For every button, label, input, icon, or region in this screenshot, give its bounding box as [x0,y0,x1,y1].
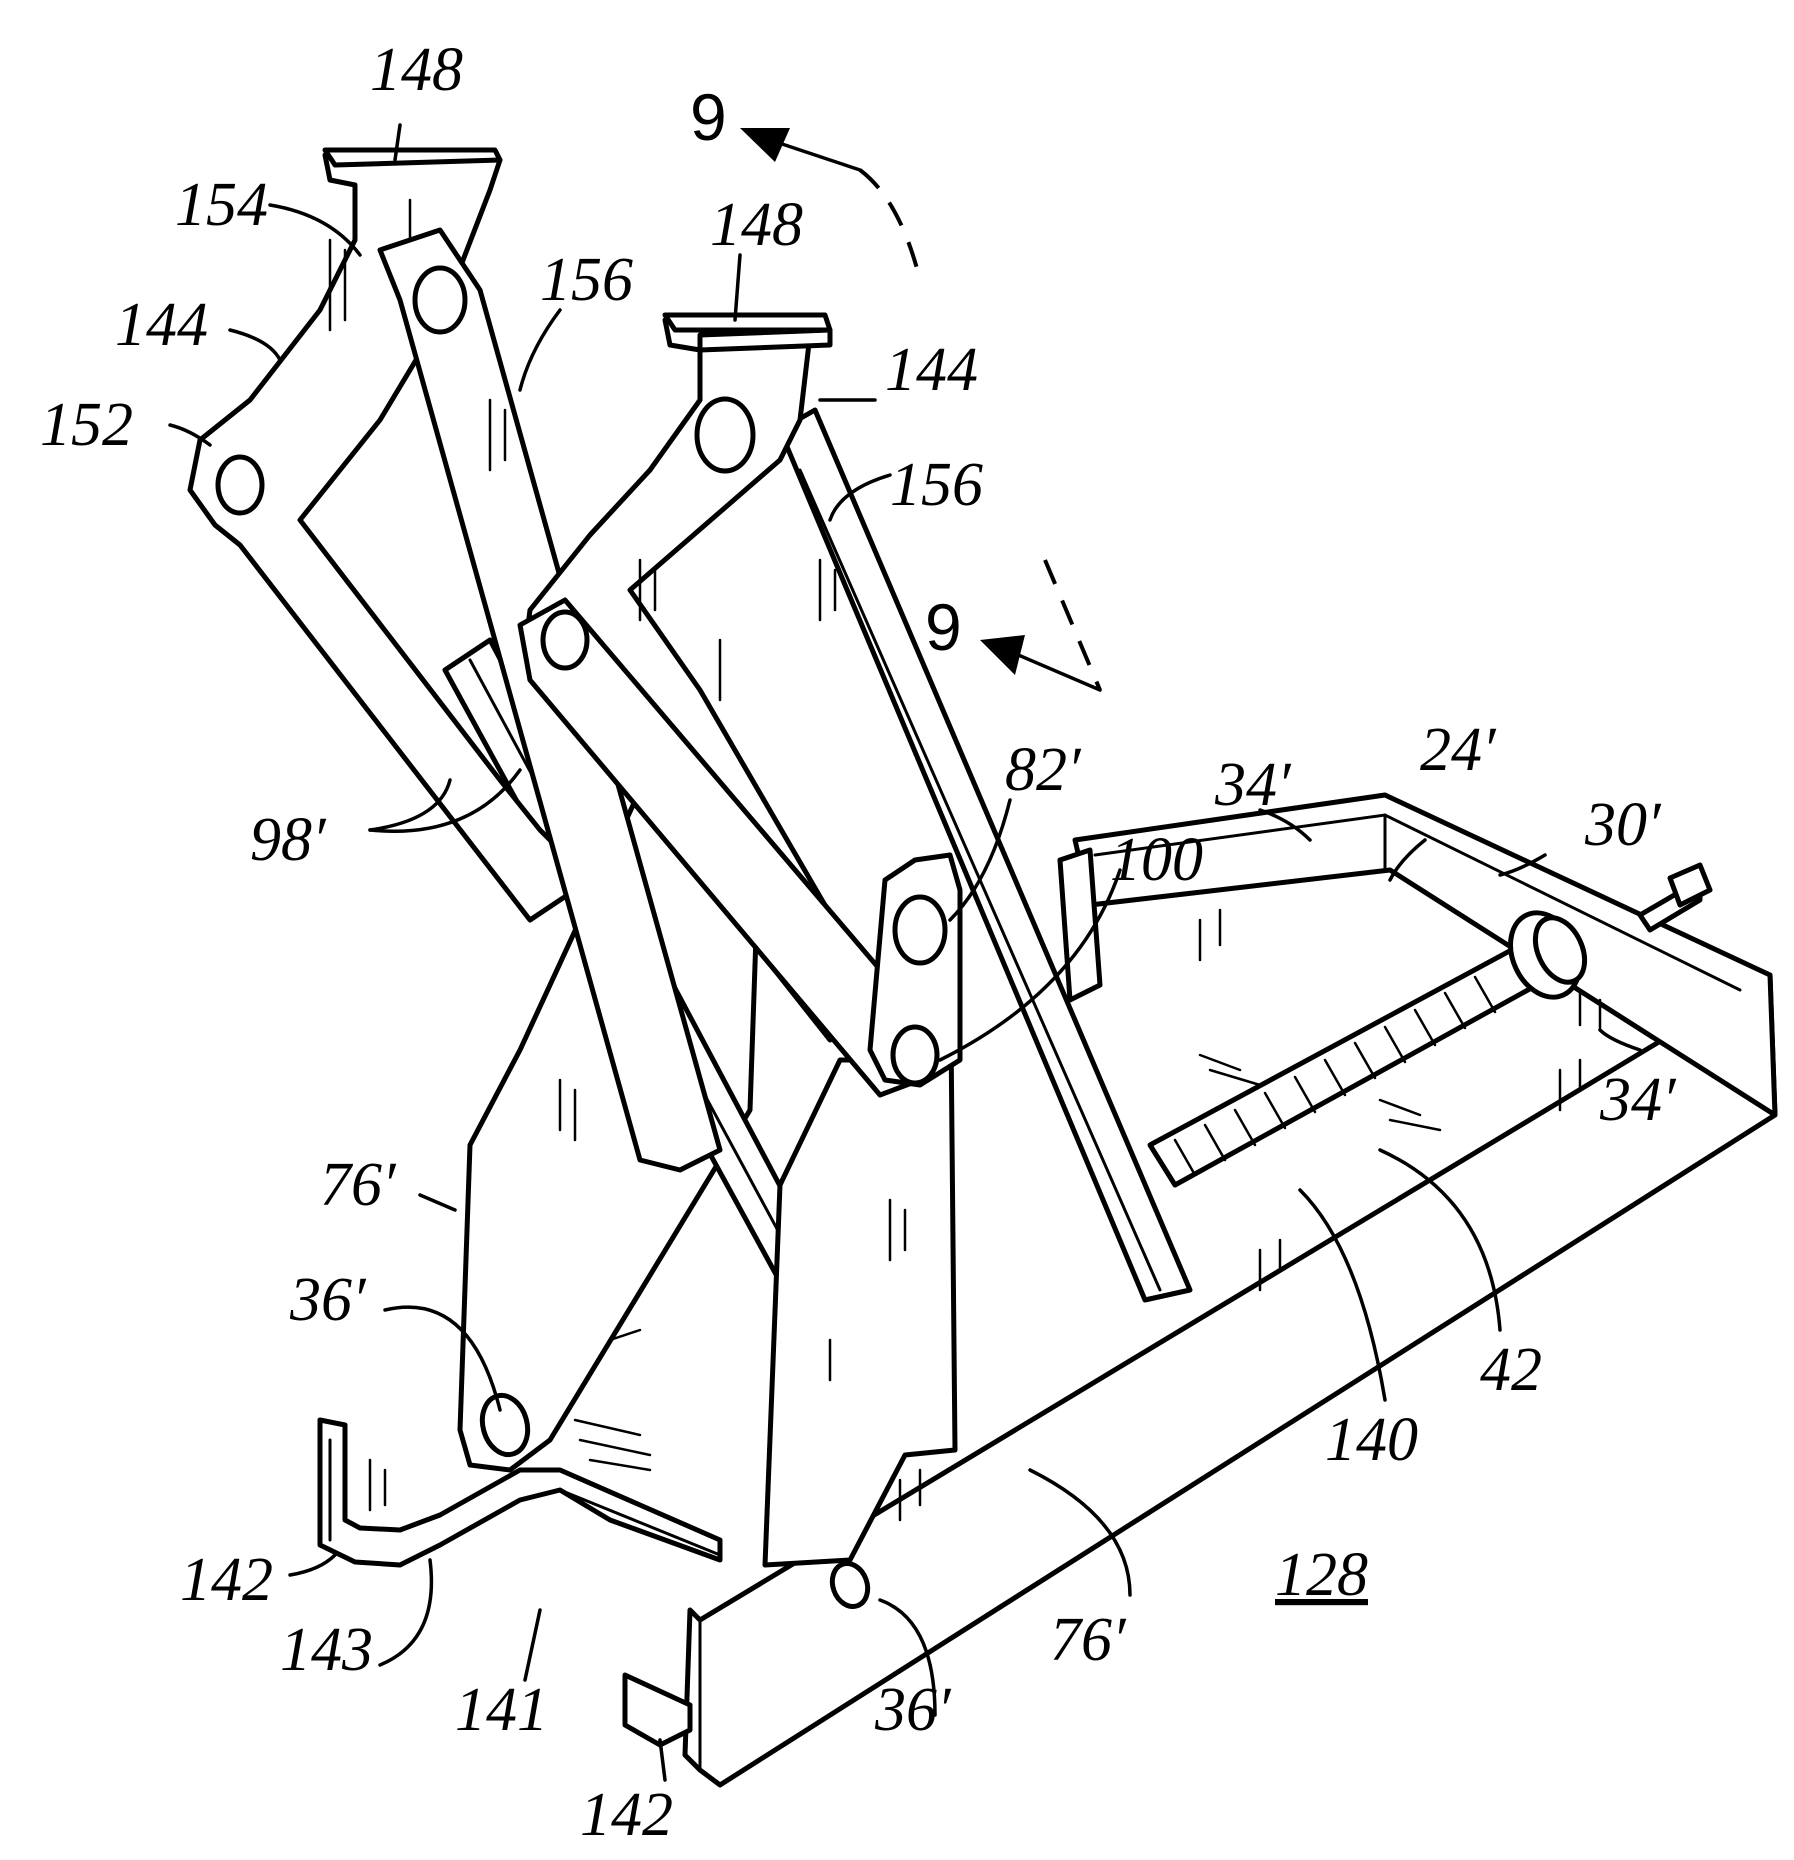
label-36-front: 36′ [874,1676,952,1744]
label-143: 143 [280,1616,373,1684]
label-148-front: 148 [710,191,803,259]
label-144-rear: 144 [115,291,208,359]
section-marker-9-top: 9 [690,80,727,154]
pin-82-icon [895,897,945,963]
pin-98-front-icon [543,612,587,668]
label-34-top: 34′ [1214,751,1292,819]
label-82: 82′ [1005,736,1082,804]
label-42: 42 [1480,1336,1542,1404]
label-76-front: 76′ [1050,1606,1127,1674]
section-marker-9-bottom: 9 [925,590,962,664]
label-30: 30′ [1584,791,1662,859]
label-140: 140 [1325,1406,1418,1474]
label-100: 100 [1110,826,1203,894]
pin-100-icon [893,1027,937,1083]
label-76-rear: 76′ [320,1151,397,1219]
label-24: 24′ [1420,716,1497,784]
label-154: 154 [175,171,268,239]
label-152: 152 [40,391,133,459]
label-148-rear: 148 [370,36,463,104]
pin-152-icon [218,457,262,513]
label-156-lower: 156 [890,451,983,519]
pivot-82 [870,855,960,1085]
label-36-rear: 36′ [289,1266,367,1334]
label-142-bottom: 142 [580,1781,673,1849]
label-34-bottom: 34′ [1599,1066,1677,1134]
label-144-front: 144 [885,336,978,404]
label-98: 98′ [250,806,327,874]
label-142-left: 142 [180,1546,273,1614]
label-156-upper: 156 [540,246,633,314]
label-141: 141 [455,1676,548,1744]
pin-upper-rear-icon [415,268,465,332]
pin-144-front-icon [697,399,753,471]
label-128: 128 [1275,1541,1368,1609]
